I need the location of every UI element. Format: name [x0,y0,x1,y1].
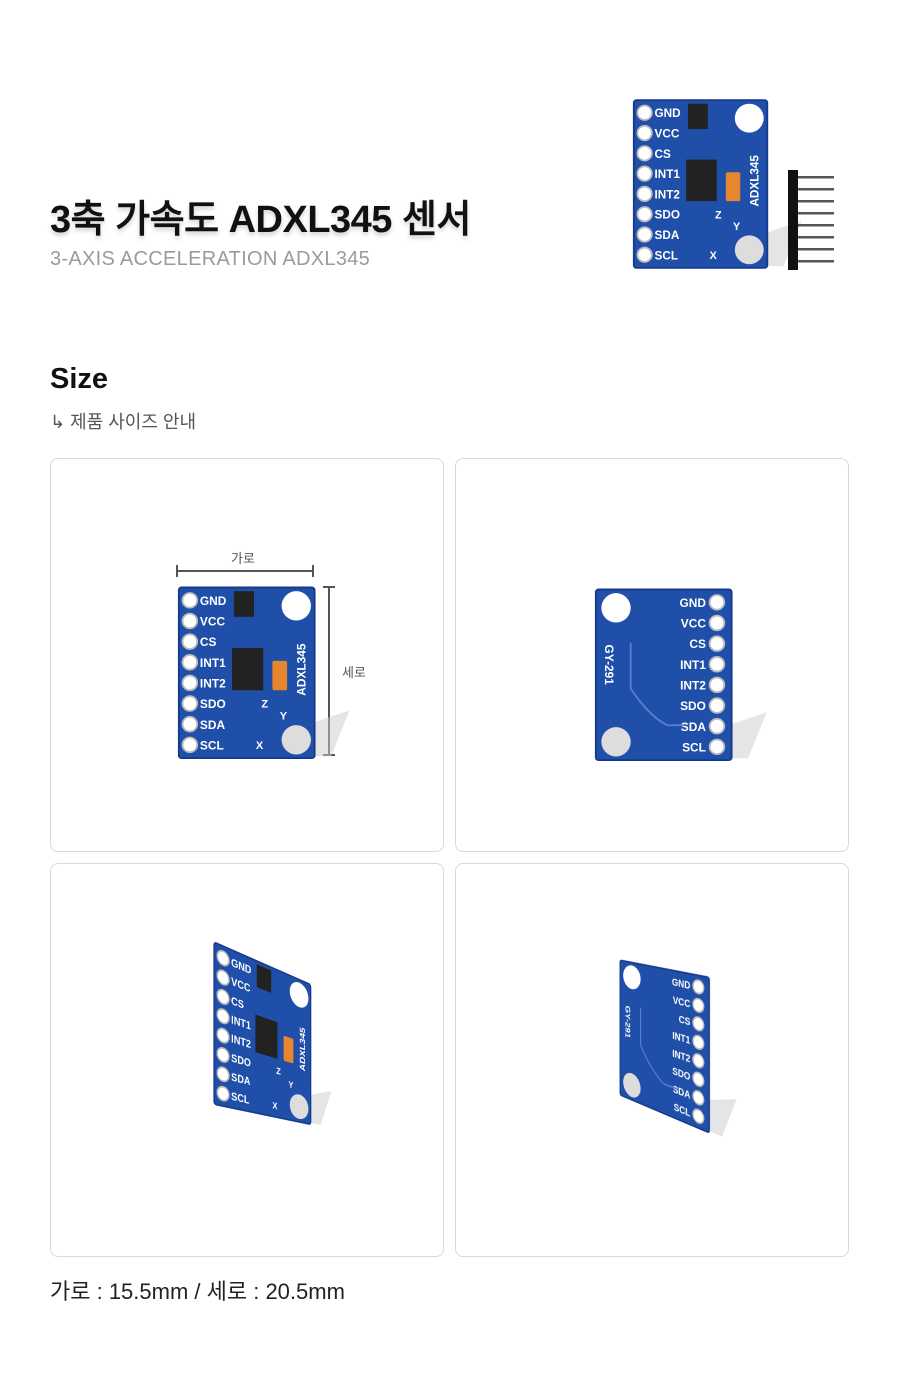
pin-hole-sdo [183,696,198,711]
pin-hole-int1 [637,166,651,180]
pin-hole-gnd [183,593,198,608]
chip [686,160,717,201]
pin-label-vcc: VCC [655,128,680,141]
axis-label-x: X [710,250,718,262]
pin-label-scl: SCL [200,738,224,752]
pcb-board: GND VCC CS INT1INT2SDO SDA SCL GY-291 [594,587,770,768]
pin-label-cs: CS [655,148,671,161]
size-card-front-dimensions: 가로 세로 GNDVCCCSINT1INT2SDOSDASCLADXL345ZY… [50,458,444,852]
capacitor [726,172,740,201]
board-back-angled-image: GNDVCCCSINT1INT2SDOSDASCLGY-291 [618,958,742,1159]
chip-label: ADXL345 [294,643,308,696]
mounting-hole [735,104,764,133]
axis-label-y: Y [289,1079,294,1090]
board-model-label: GY-291 [602,645,616,686]
pin-hole-scl [710,739,725,754]
axis-label-y: Y [733,221,741,233]
pin-label-sdo: SDO [680,699,706,713]
mounting-hole [282,591,311,620]
pcb-board: GNDVCCCSINT1INT2SDOSDASCLADXL345ZYX [211,939,335,1135]
pin-label-sdo: SDO [655,209,680,222]
pin-hole-scl [637,248,651,262]
pin-label-cs: CS [200,635,217,649]
size-footer-text: 가로 : 15.5mm / 세로 : 20.5mm [50,1274,345,1306]
pin-hole-sda [637,227,651,241]
capacitor [284,1036,294,1064]
axis-label-z: Z [261,699,268,711]
pin-label-int1: INT1 [655,168,681,181]
pin-hole-gnd [710,595,725,610]
axis-label-y: Y [280,711,288,723]
pin-hole-int2 [637,187,651,201]
capacitor [272,661,287,690]
pin-hole-int2 [710,678,725,693]
pin-label-int1: INT1 [200,656,226,670]
hero-product-image: GND VCC CS INT1INT2SDO SDA SCL ADXL345ZY X [632,98,852,278]
mounting-hole [601,593,630,622]
pin-hole-int1 [710,657,725,672]
board-front-image: GND VCC CS INT1INT2SDO SDA SCL ADXL345ZY X [177,585,353,771]
board-front-angled-image: GNDVCCCSINT1INT2SDOSDASCLADXL345ZYX [211,939,335,1140]
size-card-back-angled: GNDVCCCSINT1INT2SDOSDASCLGY-291 [455,863,849,1257]
pin-hole-int1 [183,655,198,670]
pin-label-sdo: SDO [200,697,226,711]
page-subtitle: 3-AXIS ACCELERATION ADXL345 [50,248,370,271]
pin-hole-sdo [710,698,725,713]
pcb-board: GND VCC CS INT1INT2SDO SDA SCL ADXL345ZY X [177,585,353,766]
pin-label-sda: SDA [681,720,707,734]
pin-hole-cs [710,636,725,651]
pin-label-gnd: GND [655,107,681,120]
size-heading: Size [50,363,108,396]
chip-label: ADXL345 [748,155,761,207]
page-title: 3축 가속도 ADXL345 센서 [50,188,471,243]
board-back-image: GND VCC CS INT1INT2SDO SDA SCL GY-291 [594,587,770,773]
pin-label-int1: INT1 [680,658,706,672]
size-card-front-angled: GNDVCCCSINT1INT2SDOSDASCLADXL345ZYX [50,863,444,1257]
pin-hole-vcc [710,616,725,631]
pin-label-vcc: VCC [681,617,707,631]
mounting-hole [735,235,764,264]
pin-label-gnd: GND [679,596,706,610]
pin-header-image [780,170,840,270]
mounting-hole [282,725,311,754]
pin-label-int2: INT2 [655,188,681,201]
pin-hole-gnd [637,106,651,120]
pin-label-vcc: VCC [200,615,226,629]
pcb-board: GNDVCCCSINT1INT2SDOSDASCLGY-291 [618,958,742,1153]
pin-label-int2: INT2 [200,676,226,690]
pin-hole-int2 [183,676,198,691]
pin-hole-sda [710,719,725,734]
mounting-hole [601,727,630,756]
chip-label: ADXL345 [299,1026,307,1073]
chip [232,648,263,690]
size-card-back: GND VCC CS INT1INT2SDO SDA SCL GY-291 [455,458,849,852]
pin-label-sda: SDA [655,229,680,242]
pin-hole-sda [183,717,198,732]
pin-hole-sdo [637,207,651,221]
pin-label-scl: SCL [655,249,678,262]
axis-label-x: X [256,740,264,752]
pin-label-scl: SCL [682,740,706,754]
width-dimension-line [175,565,315,577]
pin-hole-cs [637,146,651,160]
axis-label-z: Z [276,1065,281,1077]
pin-hole-cs [183,634,198,649]
pin-label-gnd: GND [200,594,227,608]
pin-hole-vcc [637,126,651,140]
pin-label-sda: SDA [200,718,226,732]
axis-label-x: X [272,1100,278,1112]
size-subheading: ↳ 제품 사이즈 안내 [50,408,196,434]
board-model-label: GY-291 [624,1005,632,1040]
axis-label-z: Z [715,209,722,221]
pin-hole-vcc [183,614,198,629]
pin-label-cs: CS [689,637,706,651]
pin-hole-scl [183,737,198,752]
pin-label-int2: INT2 [680,678,706,692]
